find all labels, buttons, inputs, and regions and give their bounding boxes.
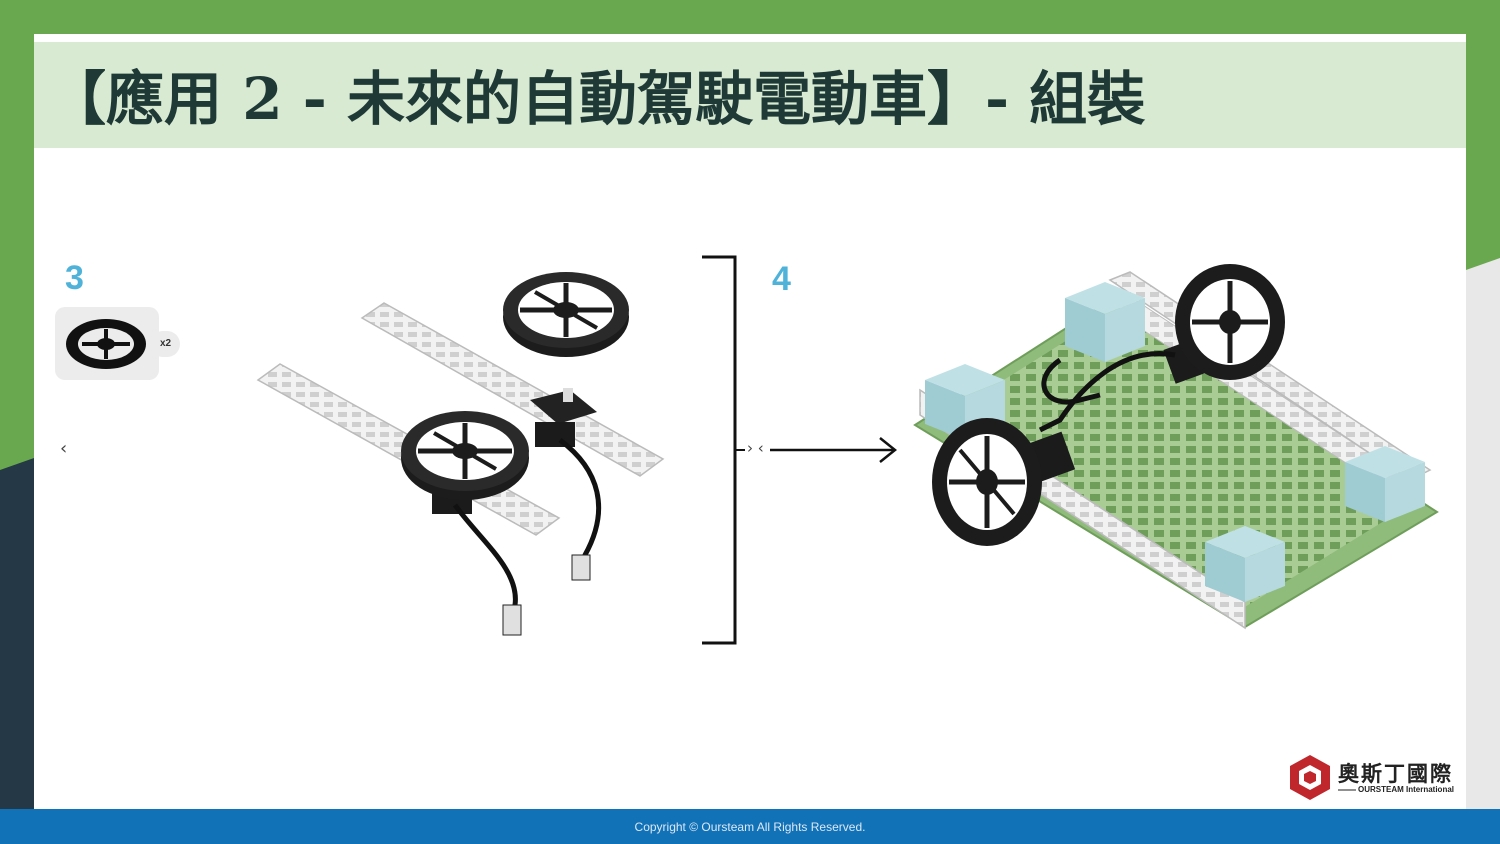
left-dark-wedge — [0, 458, 34, 809]
part-quantity-label: x2 — [160, 338, 172, 349]
logo-name: 奧斯丁國際 — [1338, 762, 1453, 786]
cube-back-right — [1345, 446, 1425, 522]
base-grid — [940, 310, 1410, 610]
car-wheel-back — [1175, 264, 1285, 380]
arrow-head — [879, 437, 898, 463]
title-band: 【應用 2 - 未來的自動駕駛電動車】- 組裝 — [34, 42, 1466, 148]
step-4-number: 4 — [772, 260, 791, 298]
wheel-front — [401, 411, 529, 500]
right-gray-wedge — [1466, 258, 1500, 809]
footer-bar: Copyright © Oursteam All Rights Reserved… — [0, 809, 1500, 844]
cube-front-right — [1205, 526, 1285, 602]
cable-back — [1038, 351, 1176, 433]
logo-subtitle: OURSTEAM International — [1358, 785, 1455, 794]
cable-front — [1041, 357, 1101, 405]
step-3-number: 3 — [65, 259, 84, 297]
servo-motor-rear — [530, 388, 597, 447]
prev-step-chevron[interactable]: ‹ — [60, 438, 68, 459]
slide-title: 【應用 2 - 未來的自動駕駛電動車】- 組裝 — [48, 65, 1146, 133]
cable-front — [452, 503, 518, 621]
cable-rear — [558, 438, 602, 576]
car-wheel-front — [932, 418, 1042, 546]
connector-glyphs: › ‹ — [747, 439, 764, 457]
footer-copyright: Copyright © Oursteam All Rights Reserved… — [634, 820, 866, 834]
wheel-rear — [503, 272, 629, 357]
cube-back-left — [1065, 282, 1145, 362]
